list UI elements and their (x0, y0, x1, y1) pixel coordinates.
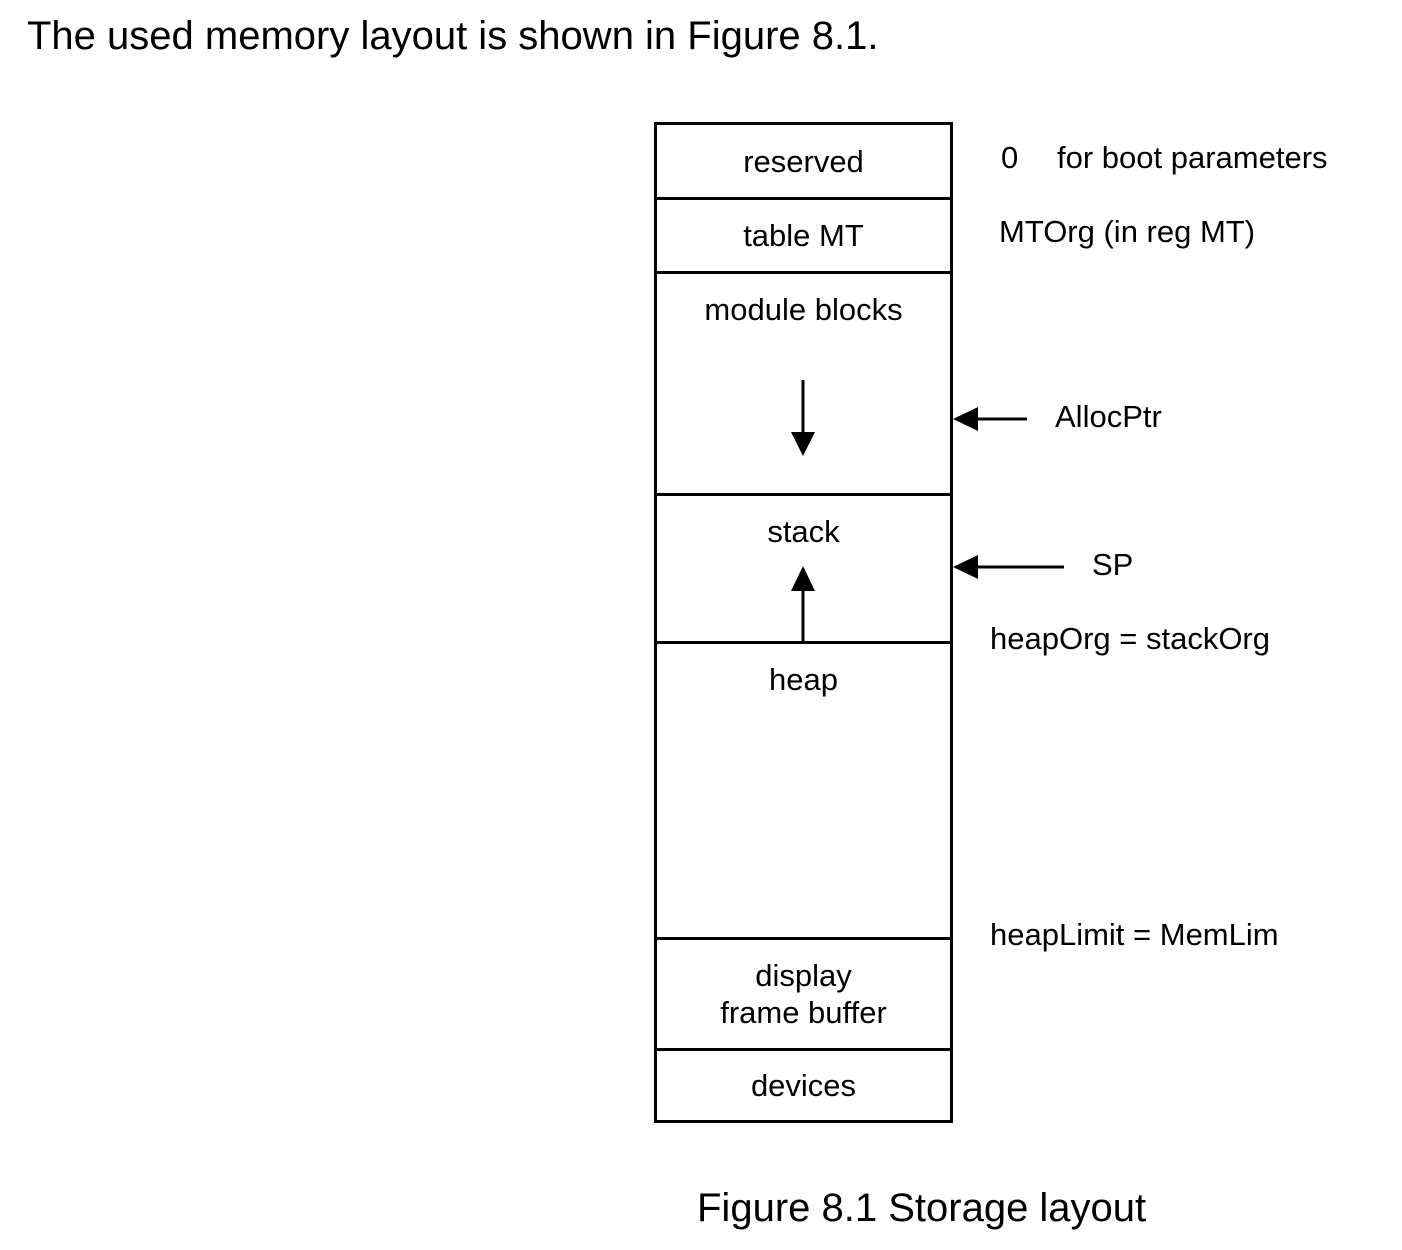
segment-devices: devices (657, 1051, 950, 1120)
segment-stack: stack (657, 496, 950, 644)
segment-devices-label: devices (750, 1068, 857, 1103)
annotation-mtorg: MTOrg (in reg MT) (999, 214, 1256, 249)
annotation-heaplimit: heapLimit = MemLim (990, 917, 1279, 952)
module-blocks-down-arrow-icon (791, 380, 815, 456)
memory-layout-diagram: reserved table MT module blocks stack he… (654, 122, 953, 1123)
segment-reserved: reserved (657, 125, 950, 200)
annotation-allocptr: AllocPtr (1055, 399, 1162, 434)
figure-caption: Figure 8.1 Storage layout (697, 1186, 1147, 1230)
sp-arrow-icon (953, 555, 1064, 579)
allocptr-arrow-icon (953, 407, 1027, 431)
segment-table-mt-label: table MT (743, 218, 864, 253)
annotation-sp: SP (1092, 547, 1134, 582)
annotation-zero: 0 (1001, 140, 1019, 175)
segment-module-blocks-label: module blocks (704, 292, 903, 327)
segment-table-mt: table MT (657, 200, 950, 274)
segment-display-label-line1: display (755, 958, 852, 993)
segment-heap: heap (657, 644, 950, 940)
segment-module-blocks: module blocks (657, 274, 950, 496)
stack-up-arrow-icon (791, 566, 815, 641)
annotation-heaporg: heapOrg = stackOrg (990, 621, 1270, 656)
segment-stack-label: stack (767, 514, 840, 549)
segment-display-frame-buffer: display frame buffer (657, 940, 950, 1051)
annotation-boot-parameters: for boot parameters (1057, 140, 1328, 175)
intro-text: The used memory layout is shown in Figur… (27, 14, 879, 58)
segment-heap-label: heap (769, 662, 838, 697)
segment-reserved-label: reserved (743, 144, 864, 179)
segment-display-label-line2: frame buffer (720, 995, 887, 1030)
